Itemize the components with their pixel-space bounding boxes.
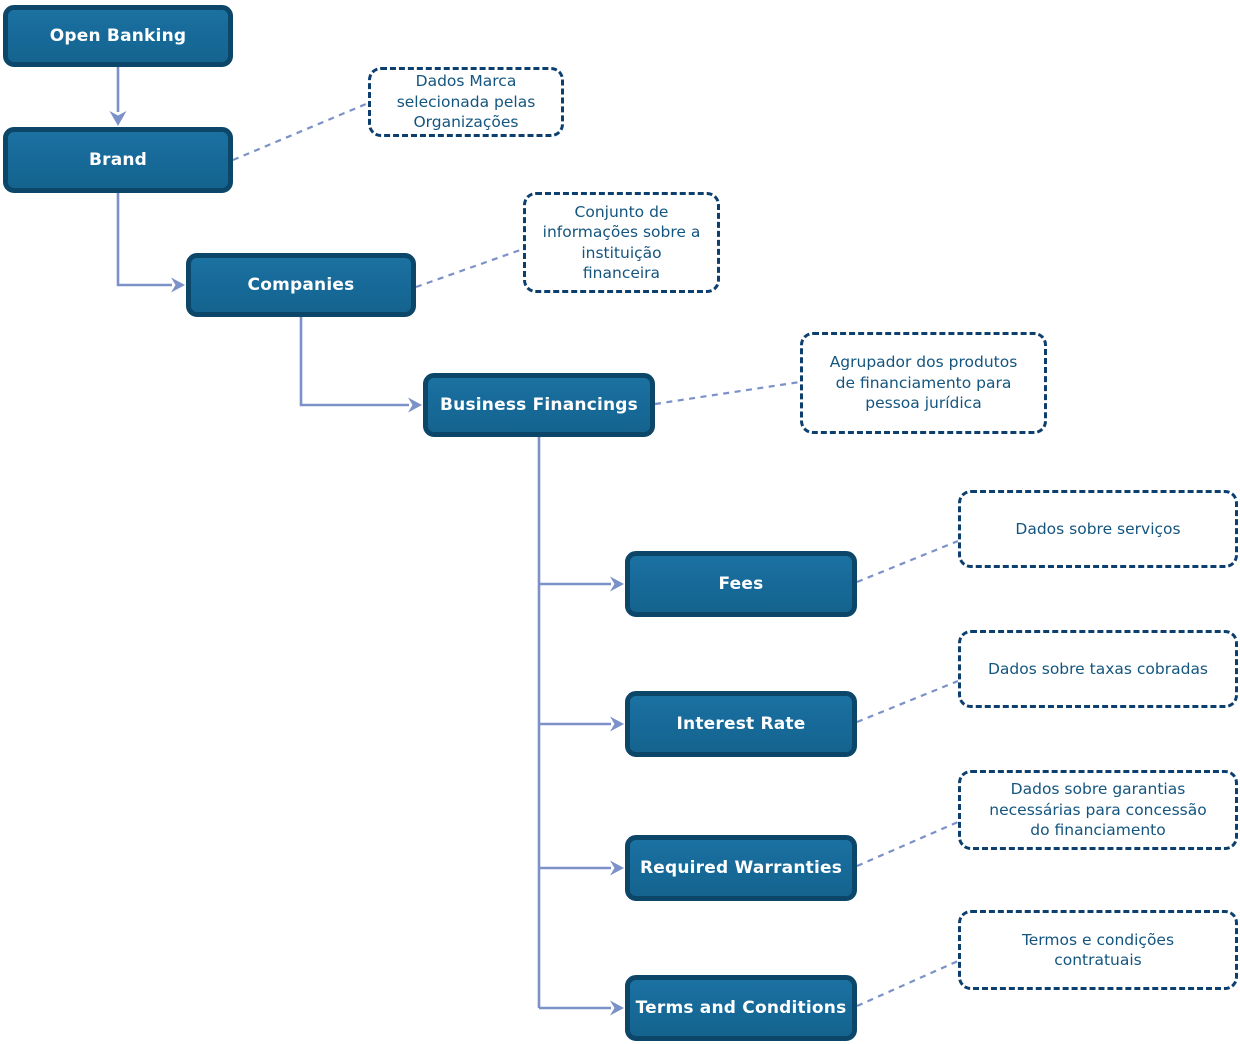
dashed-link-warranties-note [856,820,959,868]
node-business-financings-label: Business Financings [439,395,638,415]
node-required-warranties-label: Required Warranties [639,858,843,878]
node-fees: Fees [625,551,857,617]
dashed-link-financings-note [654,380,801,406]
annotation-agrupador-produtos: Agrupador dos produtos de financiamento … [800,332,1047,434]
dashed-link-fees-note [856,539,959,584]
arrowhead-right-fees [610,576,624,592]
connector-brand-to-companies [116,193,172,287]
arrowhead-right-interest-rate [610,716,624,732]
arrowhead-right-terms [610,1000,624,1016]
annotation-dados-garantias-text: Dados sobre garantias necessárias para c… [989,780,1207,840]
arrowhead-right-financings [408,397,422,413]
node-brand: Brand [3,127,233,193]
annotation-dados-taxas-text: Dados sobre taxas cobradas [987,659,1209,678]
annotation-termos-condicoes-text: Termos e condições contratuais [1021,930,1175,969]
annotation-termos-condicoes: Termos e condições contratuais [958,910,1238,990]
dashed-link-brand-note [232,102,367,162]
node-interest-rate: Interest Rate [625,691,857,757]
annotation-dados-servicos: Dados sobre serviços [958,490,1238,568]
arrowhead-right-warranties [610,860,624,876]
annotation-dados-marca: Dados Marca selecionada pelas Organizaçõ… [368,67,564,137]
annotation-conjunto-informacoes-text: Conjunto de informações sobre a institui… [542,202,701,282]
node-open-banking: Open Banking [3,5,233,67]
dashed-link-interest-note [856,679,959,724]
node-terms-and-conditions-label: Terms and Conditions [635,998,847,1018]
annotation-dados-servicos-text: Dados sobre serviços [1015,519,1181,538]
annotation-conjunto-informacoes: Conjunto de informações sobre a institui… [523,192,720,293]
arrowhead-right-companies [171,277,185,293]
dashed-link-companies-note [415,247,524,289]
connector-companies-to-financings [299,317,409,407]
arrowhead-down-brand [109,111,127,126]
node-business-financings: Business Financings [423,373,655,437]
node-required-warranties: Required Warranties [625,835,857,901]
node-interest-rate-label: Interest Rate [676,714,806,734]
annotation-dados-taxas: Dados sobre taxas cobradas [958,630,1238,708]
annotation-agrupador-produtos-text: Agrupador dos produtos de financiamento … [829,353,1018,413]
node-brand-label: Brand [88,150,148,170]
annotation-dados-garantias: Dados sobre garantias necessárias para c… [958,770,1238,850]
annotation-dados-marca-text: Dados Marca selecionada pelas Organizaçõ… [396,72,536,132]
node-companies-label: Companies [247,275,355,295]
node-open-banking-label: Open Banking [49,26,187,46]
node-terms-and-conditions: Terms and Conditions [625,975,857,1041]
dashed-link-terms-note [856,959,959,1008]
node-companies: Companies [186,253,416,317]
node-fees-label: Fees [718,574,764,594]
